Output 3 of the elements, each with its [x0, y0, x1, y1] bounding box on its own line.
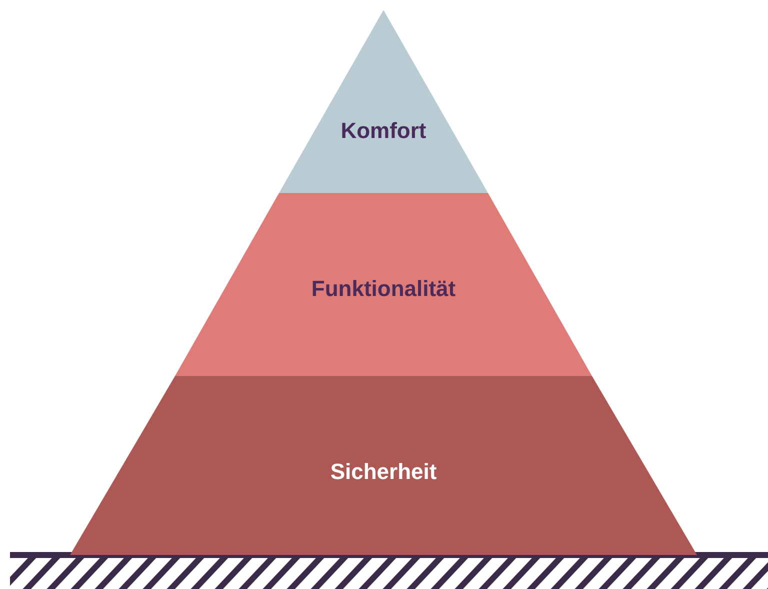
tier-label: Komfort — [340, 118, 426, 144]
tier-label: Funktionalität — [311, 276, 456, 302]
tier-label: Sicherheit — [330, 459, 437, 485]
